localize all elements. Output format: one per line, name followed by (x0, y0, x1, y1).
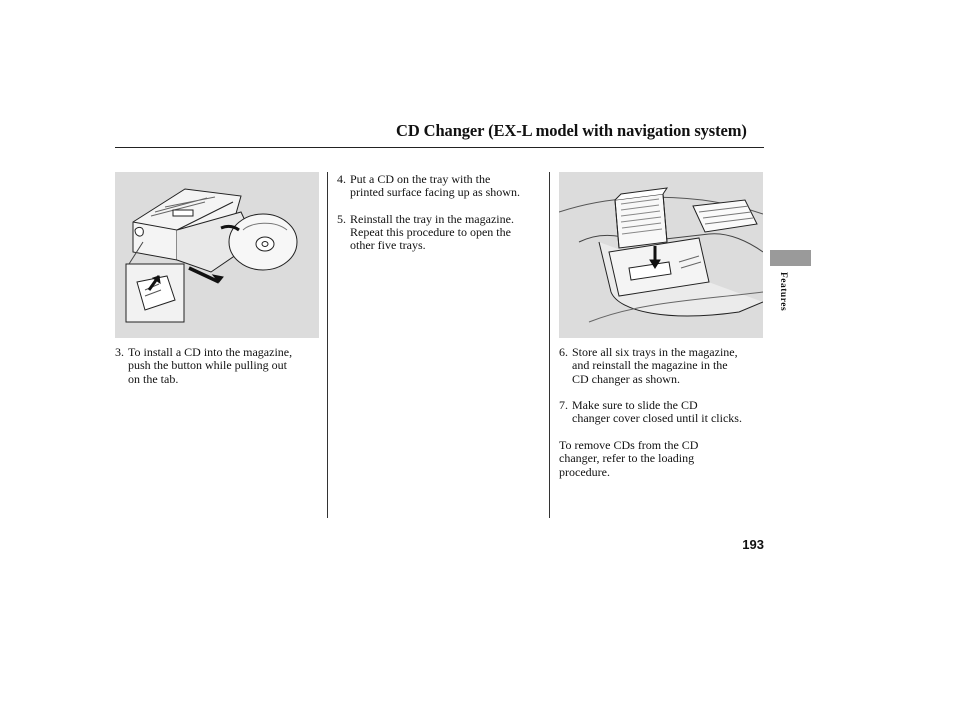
step-number: 7. (559, 398, 568, 413)
page-number: 193 (742, 537, 764, 552)
step-text-line: on the tab. (128, 371, 179, 386)
step-text-line: Reinstall the tray in the magazine. (350, 211, 514, 226)
step-number: 3. (115, 345, 124, 359)
step-text-line: Store all six trays in the magazine, (572, 345, 738, 359)
column-divider-left (327, 172, 328, 518)
step-5: 5. Reinstall the tray in the magazine. R… (337, 211, 547, 253)
page-title: CD Changer (EX-L model with navigation s… (396, 121, 747, 140)
section-tab (770, 250, 811, 266)
step-text-line: CD changer as shown. (572, 371, 680, 386)
step-number: 5. (337, 211, 346, 226)
step-text-line: printed surface facing up as shown. (350, 185, 520, 200)
step-7: 7. Make sure to slide the CD changer cov… (559, 399, 769, 426)
remove-cds-note: To remove CDs from the CD changer, refer… (559, 438, 769, 479)
step-text-line: and reinstall the magazine in the (572, 358, 728, 373)
magazine-tray-illustration (115, 172, 319, 338)
step-text-line: changer cover closed until it clicks. (572, 411, 742, 426)
step-6: 6. Store all six trays in the magazine, … (559, 345, 769, 386)
column-divider-right (549, 172, 550, 518)
step-text-line: Repeat this procedure to open the (350, 225, 511, 240)
step-text-line: To install a CD into the magazine, (128, 345, 293, 359)
changer-installation-illustration (559, 172, 763, 338)
right-column-text: 6. Store all six trays in the magazine, … (559, 345, 769, 479)
note-line: To remove CDs from the CD (559, 438, 699, 453)
title-divider (115, 147, 764, 148)
step-4: 4. Put a CD on the tray with the printed… (337, 172, 547, 200)
left-column-text: 3. To install a CD into the magazine, pu… (115, 345, 323, 386)
step-text: Store all six trays in the magazine, and… (572, 345, 769, 386)
step-number: 4. (337, 172, 346, 186)
note-line: changer, refer to the loading (559, 451, 695, 466)
step-text-line: Put a CD on the tray with the (350, 172, 491, 186)
section-label: Features (778, 272, 788, 312)
step-text: Put a CD on the tray with the printed su… (350, 172, 547, 200)
step-text-line: push the button while pulling out (128, 358, 287, 373)
step-text: To install a CD into the magazine, push … (128, 345, 323, 386)
step-text: Make sure to slide the CD changer cover … (572, 399, 769, 426)
step-number: 6. (559, 345, 568, 359)
step-text: Reinstall the tray in the magazine. Repe… (350, 211, 547, 253)
middle-column-text: 4. Put a CD on the tray with the printed… (337, 172, 547, 253)
step-3: 3. To install a CD into the magazine, pu… (115, 345, 323, 386)
step-text-line: other five trays. (350, 238, 426, 253)
step-text-line: Make sure to slide the CD (572, 398, 698, 413)
note-line: procedure. (559, 464, 610, 479)
